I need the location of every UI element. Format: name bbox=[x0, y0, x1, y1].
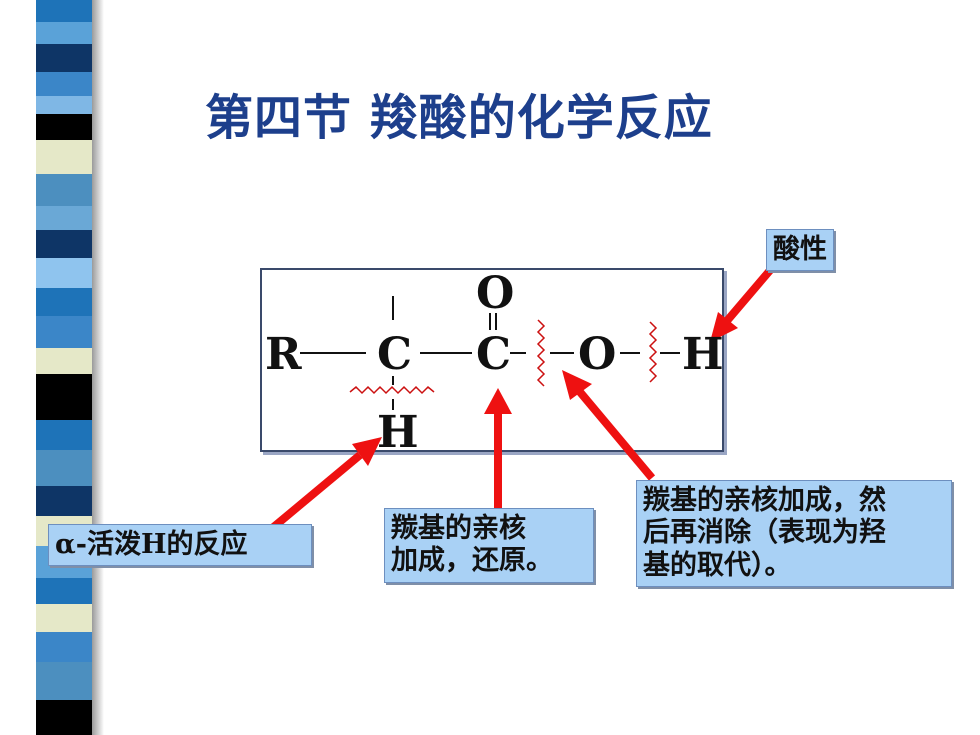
callout-carbonyl-addition: 羰基的亲核 加成，还原。 bbox=[384, 508, 594, 583]
callout-alpha-h-text: α-活泼H的反应 bbox=[55, 529, 248, 560]
stripe-segment bbox=[36, 578, 92, 604]
callout-carbonyl-line-2: 加成，还原。 bbox=[391, 545, 553, 577]
atom-c-alpha: C bbox=[377, 329, 413, 380]
stripe-segment bbox=[36, 22, 92, 44]
atom-r: R bbox=[265, 329, 302, 380]
arrow-substitution-head bbox=[562, 370, 592, 400]
arrow-carbonyl-head bbox=[484, 388, 512, 414]
callout-substitution-line-3: 基的取代）。 bbox=[643, 549, 792, 581]
arrow-acidity-shaft bbox=[722, 265, 776, 325]
formula-box bbox=[260, 268, 724, 452]
stripe-segment bbox=[36, 316, 92, 348]
wavy-cut-icon bbox=[349, 319, 658, 395]
stripe-segment bbox=[36, 374, 92, 420]
arrow-alpha-shaft bbox=[267, 451, 363, 534]
atom-o-carbonyl: O bbox=[476, 268, 515, 319]
wavy-cut-alpha bbox=[349, 385, 435, 395]
stripe-segment bbox=[36, 0, 92, 22]
stripe-gap bbox=[0, 0, 36, 735]
stripe-segment bbox=[36, 632, 92, 662]
arrow-substitution-shaft bbox=[576, 389, 656, 481]
wavy-cut-carbonyl bbox=[536, 319, 546, 387]
callout-acidity: 酸性 bbox=[766, 229, 834, 272]
atom-o-hydroxyl: O bbox=[578, 329, 617, 380]
callout-acidity-text: 酸性 bbox=[773, 234, 827, 265]
callout-substitution-line-1: 羰基的亲核加成，然 bbox=[643, 485, 886, 516]
stripe-segment bbox=[36, 72, 92, 96]
callout-alpha-h: α-活泼H的反应 bbox=[48, 524, 312, 567]
stripe-segment bbox=[36, 486, 92, 516]
stripe-segment bbox=[36, 604, 92, 632]
stripe-segment bbox=[36, 96, 92, 114]
slide-title: 第四节 羧酸的化学反应 bbox=[205, 90, 713, 146]
stripe-segment bbox=[36, 140, 92, 174]
callout-substitution-line-2: 后再消除（表现为羟 bbox=[643, 517, 886, 549]
callout-carbonyl-line-1: 羰基的亲核 bbox=[391, 513, 526, 544]
atom-h-hydroxyl: H bbox=[682, 329, 724, 380]
stripe-segment bbox=[36, 44, 92, 72]
stripe-segment bbox=[36, 348, 92, 374]
arrow-alpha-head bbox=[352, 437, 382, 466]
red-arrow-icon bbox=[267, 265, 776, 534]
atom-h-alpha: H bbox=[377, 407, 419, 458]
stripe-segment bbox=[36, 450, 92, 486]
stripe-segment bbox=[36, 420, 92, 450]
bond-lines bbox=[300, 296, 680, 410]
stripe-segment bbox=[36, 258, 92, 288]
arrow-acidity-head bbox=[710, 312, 738, 342]
stripe-segment bbox=[36, 174, 92, 206]
callout-substitution: 羰基的亲核加成，然 后再消除（表现为羟 基的取代）。 bbox=[636, 480, 952, 588]
stripe-segment bbox=[36, 288, 92, 316]
wavy-cut-hydroxyl bbox=[648, 321, 658, 383]
stripe-segment bbox=[36, 114, 92, 140]
stripe-segment bbox=[36, 662, 92, 700]
stripe-segment bbox=[36, 700, 92, 735]
stripe-segment bbox=[36, 206, 92, 230]
atom-c-carbonyl: C bbox=[476, 329, 512, 380]
stripe-segment bbox=[36, 230, 92, 258]
